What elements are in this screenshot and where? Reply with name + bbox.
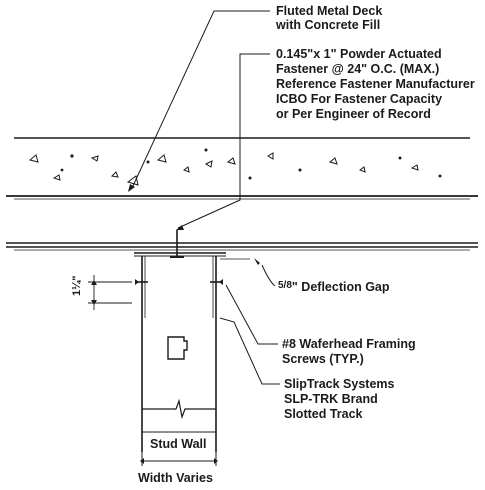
fastener-line-1: 0.145"x 1" Powder Actuated	[276, 47, 442, 61]
screws-line-1: #8 Waferhead Framing	[282, 337, 416, 351]
slotted-track	[134, 252, 250, 318]
track-line-1: SlipTrack Systems	[284, 377, 395, 391]
fastener-line-4: ICBO For Fastener Capacity	[276, 92, 442, 106]
aggregate-marks	[28, 148, 442, 186]
track-line-2: SLP-TRK Brand	[284, 392, 378, 406]
deflection-gap-fraction: 5/8	[278, 280, 292, 291]
fastener-line-3: Reference Fastener Manufacturer	[276, 77, 475, 91]
powder-fastener	[170, 230, 184, 258]
dimension-1-1-4: 1¼"	[71, 275, 132, 310]
annotation-deflection-gap: 5/8" Deflection Gap	[278, 280, 390, 294]
deck-line-1: Fluted Metal Deck	[276, 4, 382, 18]
dimension-label: 1¼"	[71, 275, 83, 296]
annotation-track: SlipTrack Systems SLP-TRK Brand Slotted …	[284, 377, 395, 421]
annotation-deck: Fluted Metal Deck with Concrete Fill	[275, 4, 382, 32]
framing-screws	[135, 279, 223, 285]
deflection-gap-text: " Deflection Gap	[292, 280, 390, 294]
annotation-screws: #8 Waferhead Framing Screws (TYP.)	[282, 337, 416, 366]
track-line-3: Slotted Track	[284, 407, 363, 421]
stud-wall	[141, 318, 217, 452]
fastener-line-2: Fastener @ 24" O.C. (MAX.)	[276, 62, 439, 76]
concrete-fill	[6, 137, 478, 200]
width-dimension	[140, 431, 218, 466]
deflection-gap-label: 5/8" Deflection Gap	[278, 280, 390, 294]
leader-lines	[128, 10, 280, 385]
break-line	[142, 398, 216, 420]
metal-deck	[6, 242, 478, 251]
screws-line-2: Screws (TYP.)	[282, 352, 364, 366]
annotation-fastener: 0.145"x 1" Powder Actuated Fastener @ 24…	[276, 47, 475, 121]
width-varies-label: Width Varies	[138, 471, 213, 485]
deck-line-2: with Concrete Fill	[275, 18, 380, 32]
stud-punchout	[167, 336, 188, 360]
stud-wall-label: Stud Wall	[150, 437, 206, 451]
fastener-line-5: or Per Engineer of Record	[276, 107, 431, 121]
